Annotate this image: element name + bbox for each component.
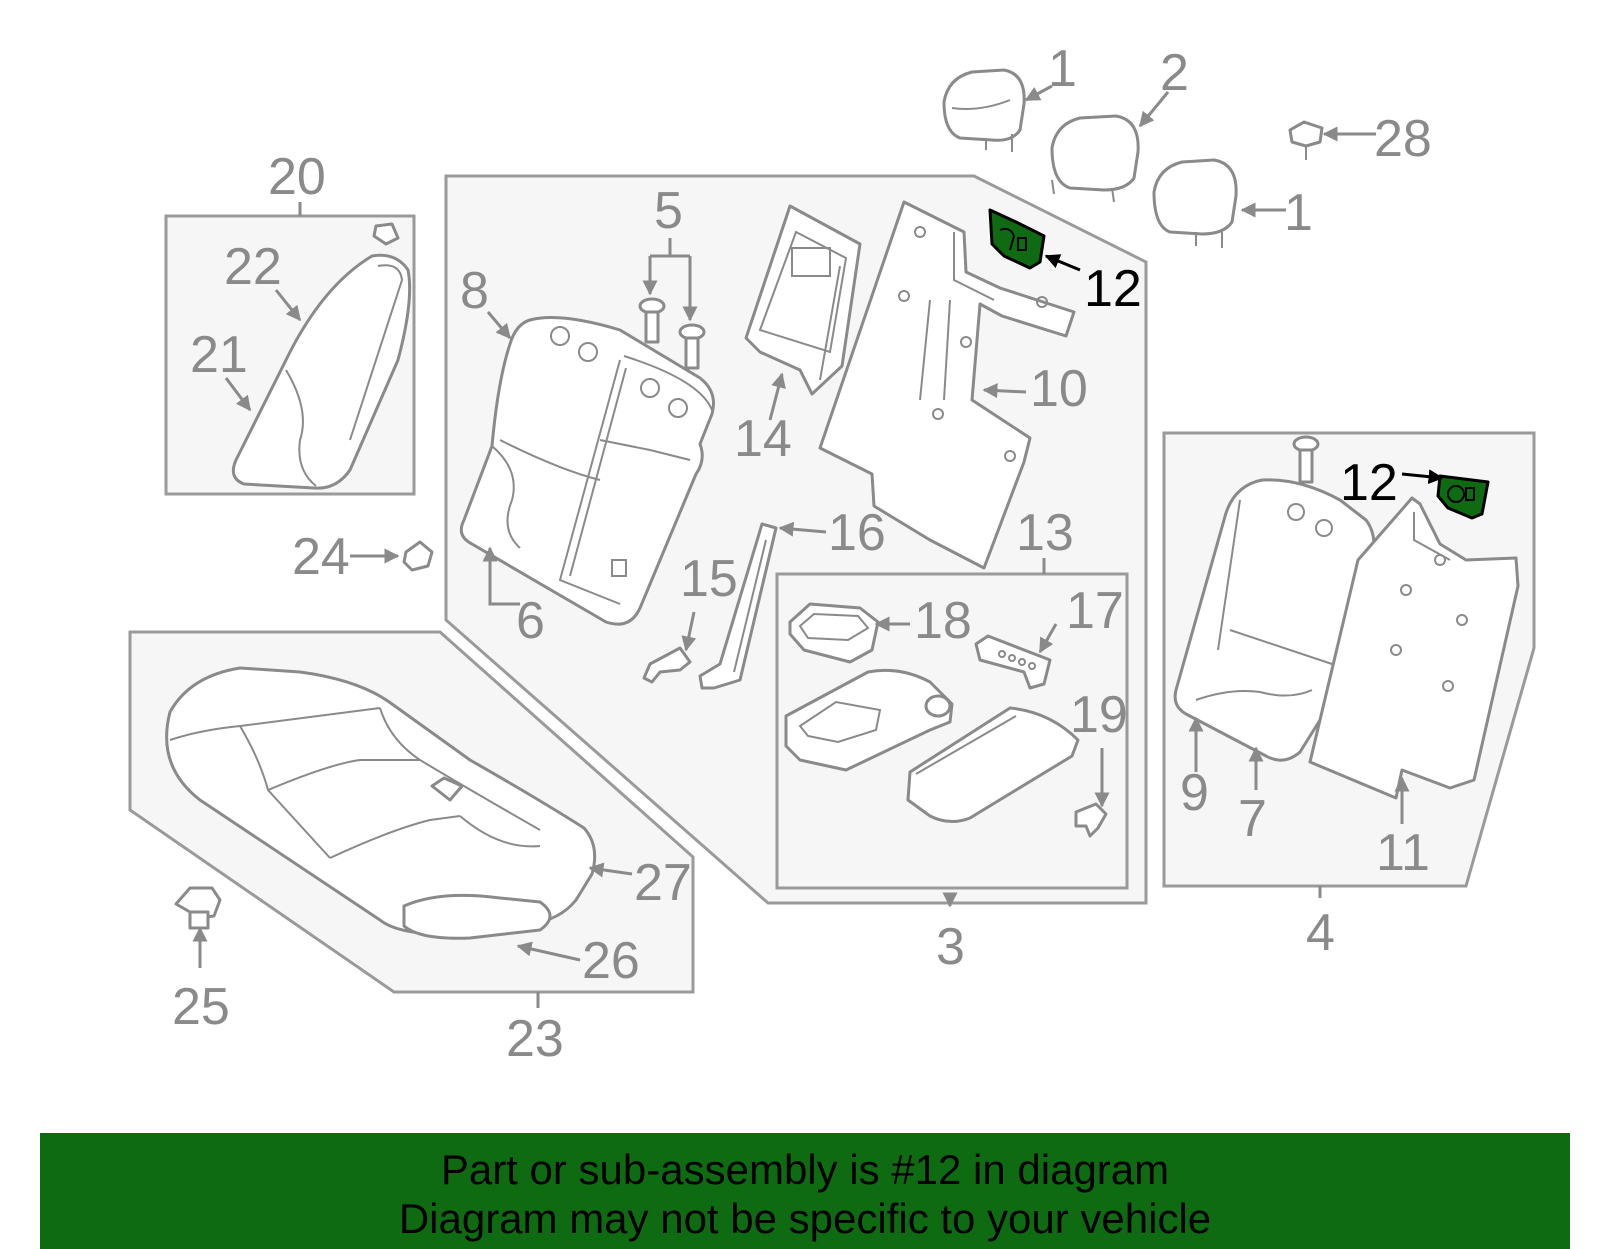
callout-22: 22 [224, 238, 282, 296]
callout-23: 23 [506, 1010, 564, 1068]
callout-4: 4 [1306, 904, 1335, 962]
callout-18: 18 [914, 592, 972, 650]
part-12-highlighted-right [1436, 474, 1490, 520]
callout-13: 13 [1016, 504, 1074, 562]
callout-26: 26 [582, 932, 640, 990]
callout-20: 20 [268, 148, 326, 206]
clip-28 [1288, 120, 1324, 160]
callout-21: 21 [190, 326, 248, 384]
callout-11: 11 [1376, 824, 1430, 882]
seat-cushion [165, 666, 597, 940]
callout-16: 16 [828, 504, 886, 562]
back-panel-11 [1308, 496, 1520, 800]
banner-line-disclaimer: Diagram may not be specific to your vehi… [398, 1195, 1212, 1242]
callout-8: 8 [460, 262, 489, 320]
armrest-lid [906, 706, 1080, 823]
callout-10: 10 [1030, 360, 1088, 418]
part-12-highlighted-top [988, 208, 1046, 270]
callout-14: 14 [734, 410, 792, 468]
trim-strip-16 [698, 522, 778, 690]
side-bolster-20 [231, 222, 412, 490]
callout-24: 24 [292, 528, 350, 586]
callout-27: 27 [634, 854, 692, 912]
headrest-center [1050, 114, 1140, 203]
callout-15: 15 [680, 550, 738, 608]
callout-12-right: 12 [1340, 454, 1398, 512]
banner-line-part: Part or sub-assembly is #12 in diagram [440, 1146, 1170, 1193]
callout-7: 7 [1238, 790, 1267, 848]
callout-12-top: 12 [1084, 260, 1142, 318]
armrest-frame-14 [744, 204, 862, 396]
headrest-left [942, 68, 1026, 152]
info-banner: Part or sub-assembly is #12 in diagram D… [40, 1133, 1570, 1249]
clip-24 [402, 540, 434, 572]
bolt-right [1292, 435, 1320, 484]
callout-19: 19 [1070, 686, 1128, 744]
callout-5: 5 [654, 182, 683, 240]
callout-6: 6 [516, 592, 545, 650]
callout-17: 17 [1066, 582, 1124, 640]
callout-25: 25 [172, 978, 230, 1036]
bracket-17 [974, 634, 1052, 690]
callout-2: 2 [1160, 44, 1189, 102]
bolts-5 [638, 297, 706, 370]
cupholder-18 [788, 602, 880, 664]
callout-3: 3 [936, 918, 965, 976]
callout-1b: 1 [1284, 184, 1313, 242]
seatback-left [459, 316, 715, 626]
callout-28: 28 [1374, 110, 1432, 168]
armrest-base [784, 668, 954, 772]
back-panel-10 [818, 200, 1076, 570]
headrest-right [1152, 158, 1238, 248]
callout-9: 9 [1180, 764, 1209, 822]
clip-25 [174, 886, 222, 930]
exploded-parts-diagram: 1 2 1 28 12 12 5 8 6 14 10 16 15 13 18 1… [128, 40, 1536, 1068]
callout-1a: 1 [1048, 40, 1077, 98]
